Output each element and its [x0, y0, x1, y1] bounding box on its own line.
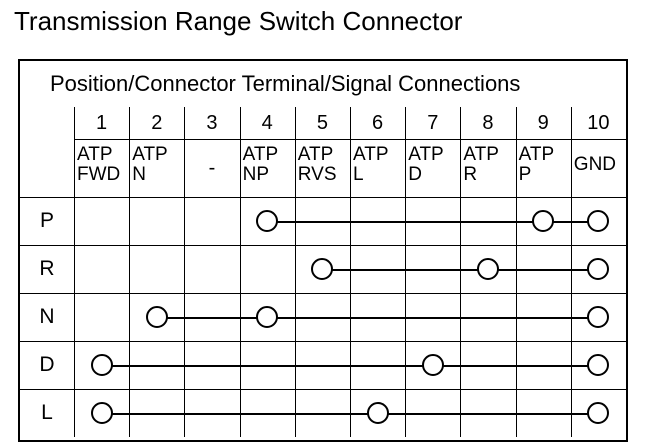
connection-node-L-6	[366, 402, 389, 424]
grid-vline	[239, 107, 241, 437]
signal-name-line1: ATP	[297, 144, 334, 165]
connection-line-N	[156, 317, 599, 319]
signal-name-line2: NP	[242, 164, 269, 185]
connector-table: Position/Connector Terminal/Signal Conne…	[18, 59, 628, 442]
connection-line-P	[267, 221, 599, 223]
connection-node-R-5	[311, 258, 334, 280]
connection-node-N-2	[145, 306, 168, 328]
grid-vline	[460, 107, 462, 437]
grid-vline	[350, 107, 351, 437]
connection-node-N-4	[256, 306, 279, 328]
signal-name-line2: D	[408, 164, 422, 185]
terminal-number-8: 8	[482, 112, 494, 134]
connection-line-R	[322, 269, 599, 271]
terminal-number-2: 2	[151, 112, 163, 134]
terminal-number-10: 10	[587, 112, 610, 134]
signal-name-cell-10: GND	[573, 154, 617, 175]
position-label-P: P	[39, 209, 54, 232]
terminal-number-5: 5	[316, 112, 328, 134]
terminal-number-3: 3	[206, 112, 218, 134]
signal-name-line1: ATP	[132, 144, 168, 165]
grid-hline	[20, 389, 626, 390]
signal-name-line2: RVS	[297, 164, 337, 185]
position-label-L: L	[41, 401, 53, 424]
grid-vline	[515, 107, 517, 437]
connection-node-R-10	[587, 258, 610, 280]
grid-hline	[20, 293, 626, 294]
connection-node-L-1	[90, 402, 113, 424]
page-title: Transmission Range Switch Connector	[14, 6, 463, 36]
grid-hline	[20, 341, 626, 342]
table-banner-row: Position/Connector Terminal/Signal Conne…	[20, 61, 626, 107]
signal-name-line1: ATP	[463, 144, 499, 165]
connection-node-N-10	[587, 306, 610, 328]
grid-vline	[294, 107, 296, 437]
signal-name-line2: P	[518, 164, 532, 185]
connection-node-D-7	[421, 354, 444, 376]
position-label-D: D	[39, 353, 55, 376]
position-label-R: R	[39, 257, 55, 280]
grid-vline	[74, 107, 75, 437]
signal-name-line2: FWD	[77, 164, 121, 185]
signal-name-line1: ATP	[518, 144, 555, 165]
connection-node-P-4	[256, 210, 279, 232]
position-label-N: N	[39, 305, 55, 328]
terminal-number-9: 9	[537, 112, 549, 134]
grid-vline	[184, 107, 186, 437]
terminal-number-1: 1	[96, 112, 108, 134]
signal-name-line2: R	[463, 164, 478, 185]
connection-node-L-10	[587, 402, 610, 424]
grid-vline	[129, 107, 131, 437]
grid-vline	[570, 107, 572, 437]
terminal-number-4: 4	[261, 112, 273, 134]
grid-hline	[20, 197, 626, 198]
terminal-number-7: 7	[427, 112, 439, 134]
connection-node-P-10	[587, 210, 610, 232]
signal-name-line1: ATP	[353, 144, 389, 165]
connection-node-D-10	[587, 354, 610, 376]
table-banner-label: Position/Connector Terminal/Signal Conne…	[50, 71, 521, 96]
connection-node-R-8	[477, 258, 499, 280]
connection-node-P-9	[532, 210, 555, 232]
connection-node-D-1	[90, 354, 113, 376]
terminal-number-6: 6	[372, 112, 384, 134]
connection-line-L	[101, 413, 599, 415]
connection-line-D	[101, 365, 599, 367]
grid-hline	[20, 245, 626, 246]
grid-vline	[405, 107, 407, 437]
signal-name-line1: ATP	[242, 144, 279, 165]
signal-name-line1: ATP	[408, 144, 444, 165]
signal-name-cell-3: -	[208, 157, 216, 179]
signal-name-line2: L	[353, 164, 364, 185]
signal-name-line1: ATP	[77, 144, 113, 165]
signal-name-line2: N	[132, 164, 146, 185]
